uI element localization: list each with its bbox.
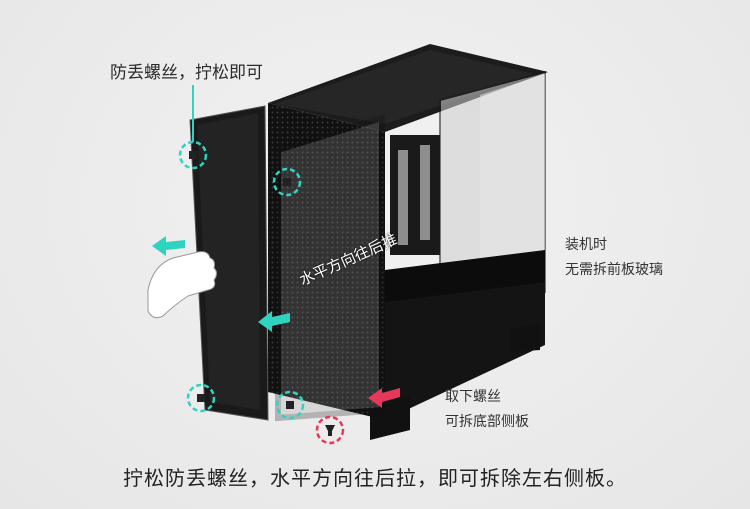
arrow-left-icon	[258, 311, 290, 332]
arrow-left-icon	[368, 388, 400, 408]
screw-icon	[325, 425, 335, 436]
hand-icon	[147, 251, 217, 319]
screw-highlight	[275, 390, 305, 420]
screw-highlight	[186, 383, 216, 413]
screw-highlight	[272, 167, 302, 197]
arrow-left-icon	[152, 236, 185, 256]
side-glass-frame	[275, 113, 385, 422]
bottom-panel-note-line2: 可拆底部侧板	[445, 414, 529, 430]
screw-highlight	[178, 140, 208, 170]
caption: 拧松防丢螺丝，水平方向往后拉，即可拆除左右侧板。	[123, 466, 627, 490]
screw-note: 防丢螺丝，拧松即可	[110, 63, 263, 83]
front-glass-note-line1: 装机时	[565, 237, 607, 253]
psu-shroud	[385, 280, 545, 420]
case-foot	[510, 322, 540, 352]
case-interior	[268, 103, 385, 420]
removed-screw-highlight	[315, 415, 345, 445]
bottom-panel-note-line1: 取下螺丝	[445, 389, 501, 405]
front-glass-note-line2: 无需拆前板玻璃	[565, 262, 663, 278]
